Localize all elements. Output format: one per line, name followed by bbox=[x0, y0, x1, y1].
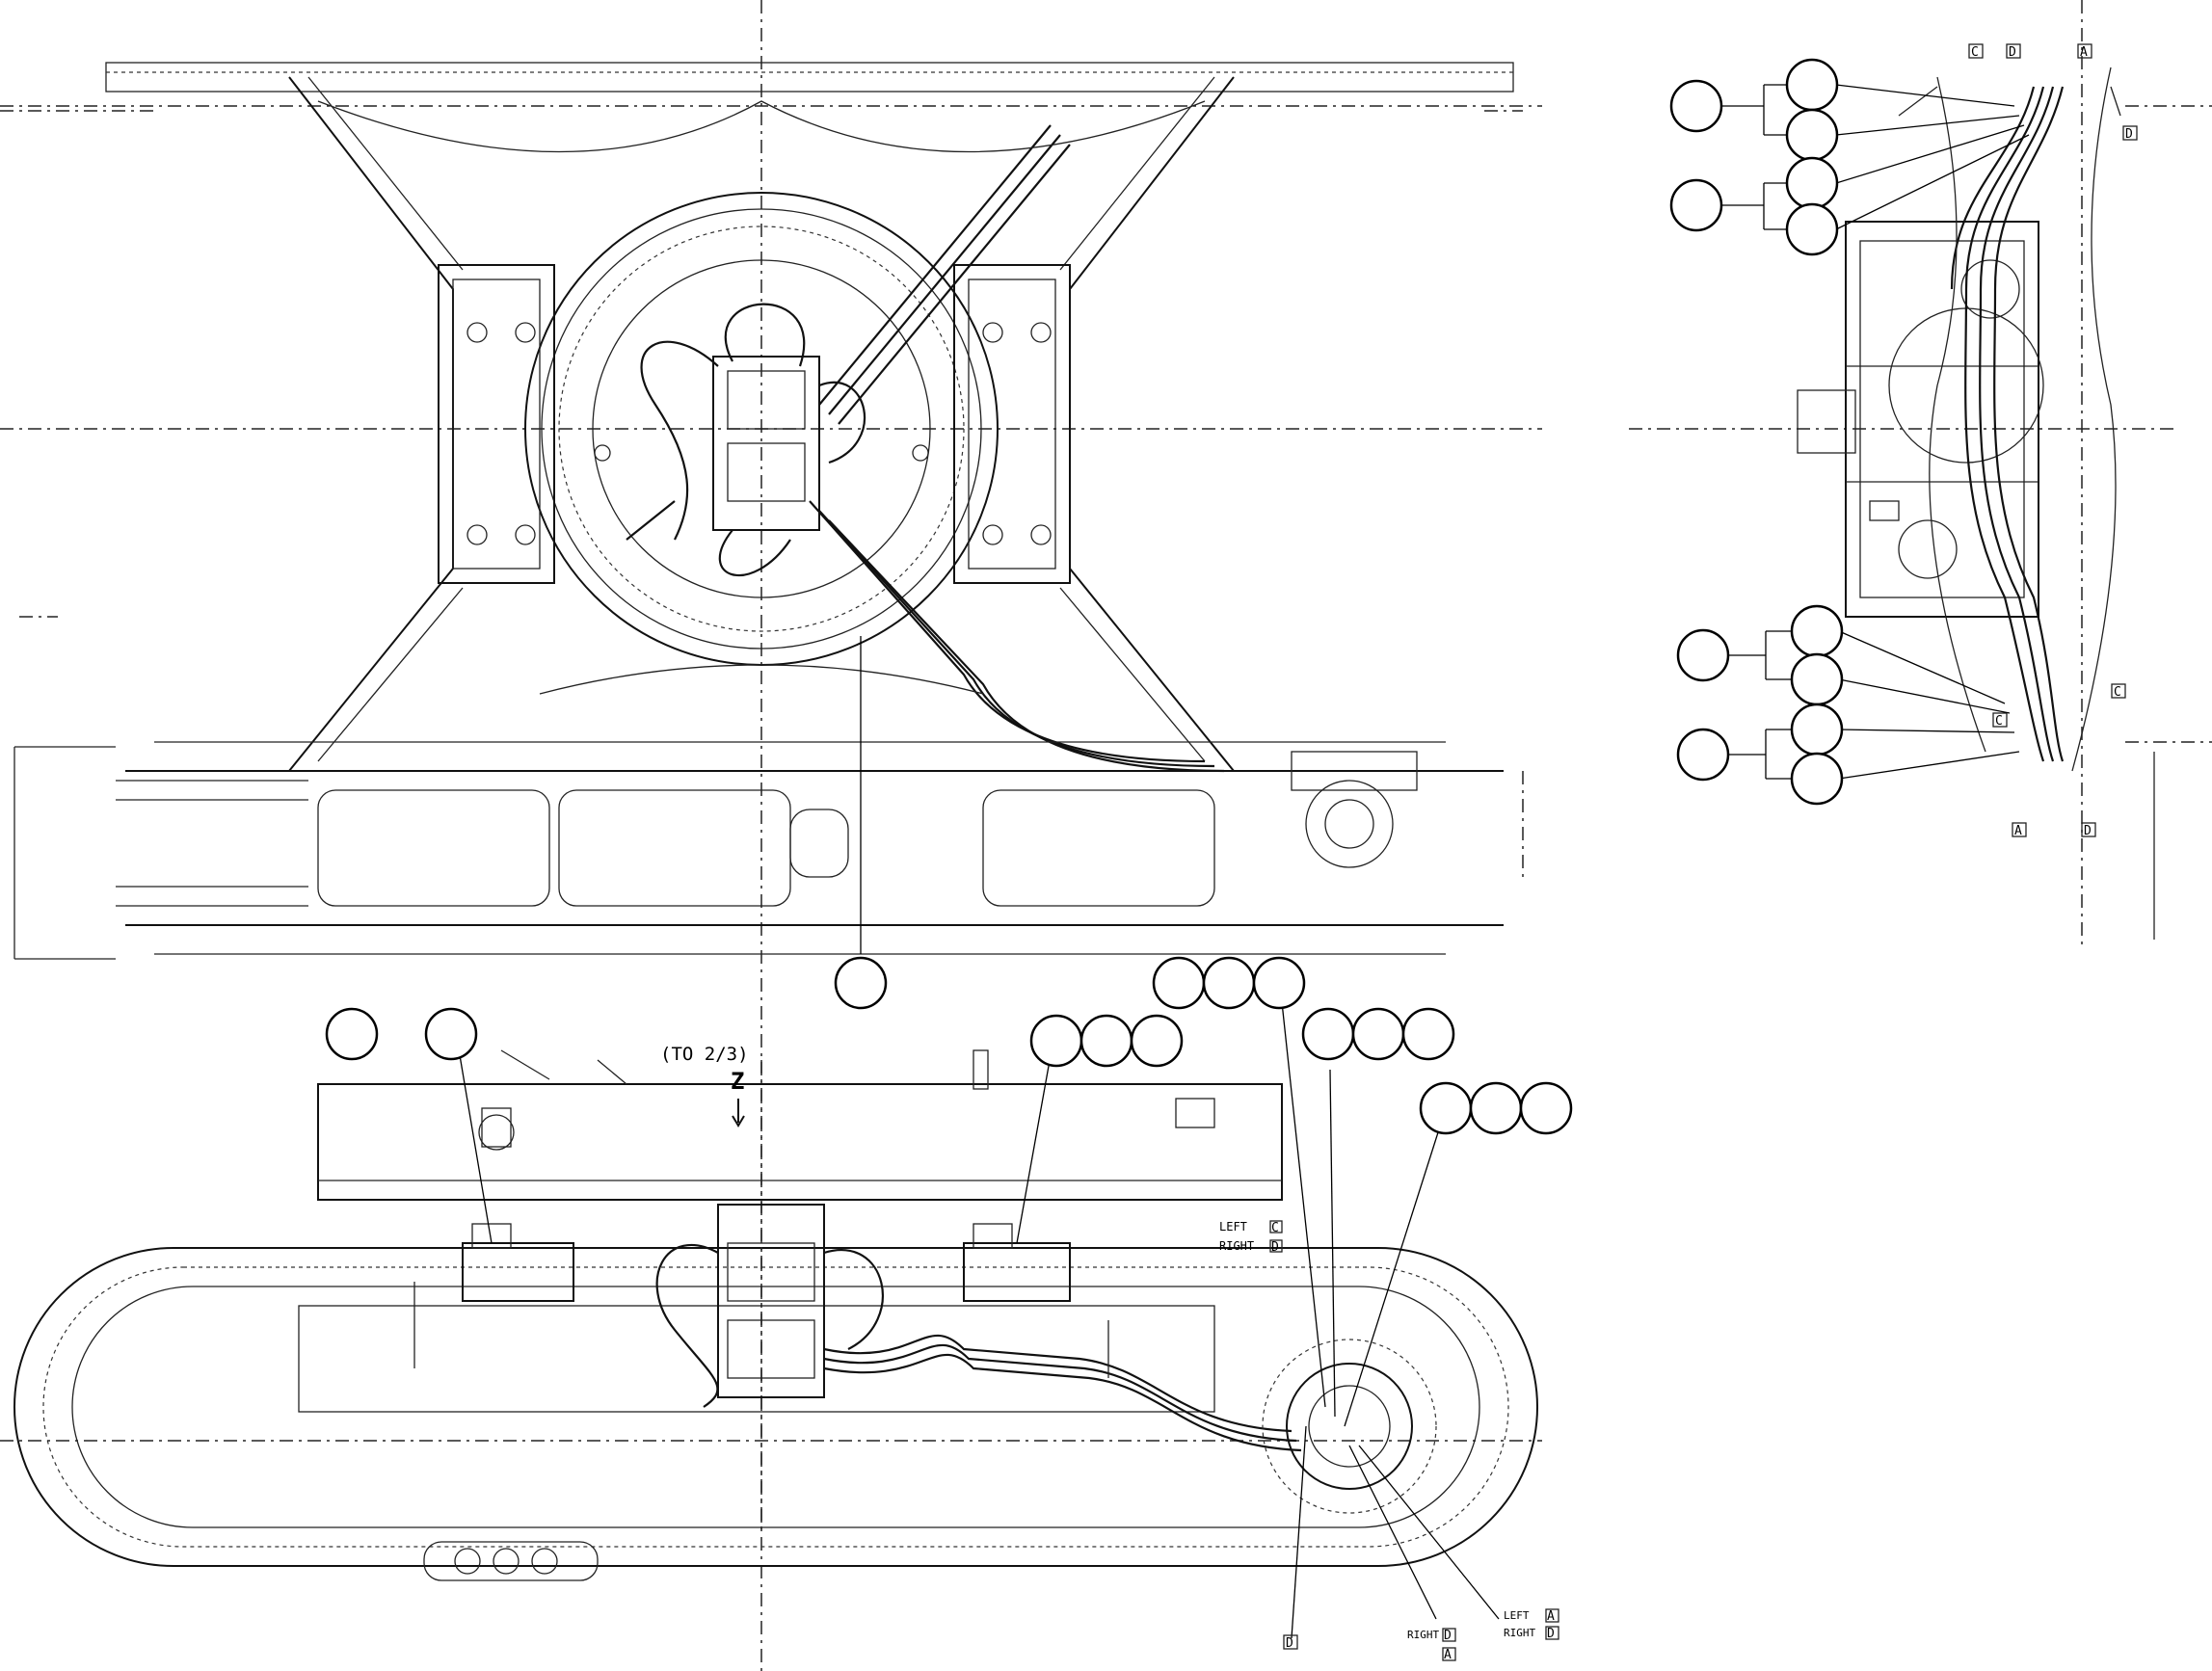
left-code: C bbox=[1271, 1221, 1279, 1235]
callout-balloon bbox=[424, 1007, 478, 1061]
lower-a-tag: A bbox=[1444, 1648, 1452, 1662]
callout-balloon bbox=[1785, 108, 1839, 162]
right-code: D bbox=[1271, 1240, 1279, 1255]
callout-balloons bbox=[325, 58, 1844, 1135]
bottom-right-a: A bbox=[1547, 1609, 1555, 1624]
tag-bot-d: D bbox=[2084, 824, 2092, 838]
callout-balloon bbox=[1669, 178, 1723, 232]
callout-balloon bbox=[1130, 1014, 1184, 1068]
left-lower-label: LEFT bbox=[1504, 1609, 1530, 1622]
tag-bot-c: C bbox=[2114, 685, 2121, 700]
tag-bot-a: A bbox=[2014, 824, 2022, 838]
callout-balloon bbox=[1790, 652, 1844, 706]
callout-balloon bbox=[1790, 604, 1844, 658]
view-z-label: Z bbox=[731, 1068, 744, 1095]
right-label: RIGHT bbox=[1219, 1239, 1254, 1253]
lower-d-tag: D bbox=[1444, 1629, 1452, 1643]
callout-balloon bbox=[1252, 956, 1306, 1010]
callout-balloon bbox=[1351, 1007, 1405, 1061]
callout-balloon bbox=[1419, 1081, 1473, 1135]
callout-balloon bbox=[1676, 628, 1730, 682]
callout-balloon bbox=[1152, 956, 1206, 1010]
side-hose-view: C D A D C C A D bbox=[1629, 0, 2212, 944]
callout-balloon bbox=[1029, 1014, 1083, 1068]
callout-balloon bbox=[1469, 1081, 1523, 1135]
bottom-right-d: D bbox=[1547, 1627, 1555, 1641]
to-sheet-label: (TO 2/3) bbox=[660, 1044, 749, 1065]
callout-balloon bbox=[1785, 202, 1839, 256]
tag-top-c: C bbox=[1971, 45, 1979, 60]
callout-balloon bbox=[1785, 58, 1839, 112]
callout-balloon bbox=[1301, 1007, 1355, 1061]
tag-top-d: D bbox=[2009, 45, 2016, 60]
tag-bot-c2: C bbox=[1995, 714, 2003, 729]
callout-balloon bbox=[325, 1007, 379, 1061]
bottom-side-elevation: (TO 2/3) Z LEFT C RIGHT D D RIGHT D A LE… bbox=[0, 1001, 1559, 1662]
left-label: LEFT bbox=[1219, 1220, 1247, 1233]
callout-balloon bbox=[1790, 752, 1844, 806]
callout-balloon bbox=[1790, 703, 1844, 756]
bottom-left-mark: D bbox=[1286, 1636, 1293, 1651]
callout-balloon bbox=[1079, 1014, 1133, 1068]
tag-top-a: A bbox=[2080, 45, 2088, 60]
callout-balloon bbox=[1202, 956, 1256, 1010]
callout-balloon bbox=[1785, 156, 1839, 210]
callout-balloon bbox=[1676, 728, 1730, 782]
callout-balloon bbox=[834, 956, 888, 1010]
top-plan-view bbox=[0, 0, 1542, 1671]
right-lower-label-2: RIGHT bbox=[1504, 1627, 1535, 1639]
tag-top-d2: D bbox=[2125, 127, 2133, 142]
callout-balloon bbox=[1519, 1081, 1573, 1135]
callout-balloon bbox=[1669, 79, 1723, 133]
callout-balloon bbox=[1401, 1007, 1455, 1061]
right-lower-label: RIGHT bbox=[1407, 1629, 1439, 1641]
